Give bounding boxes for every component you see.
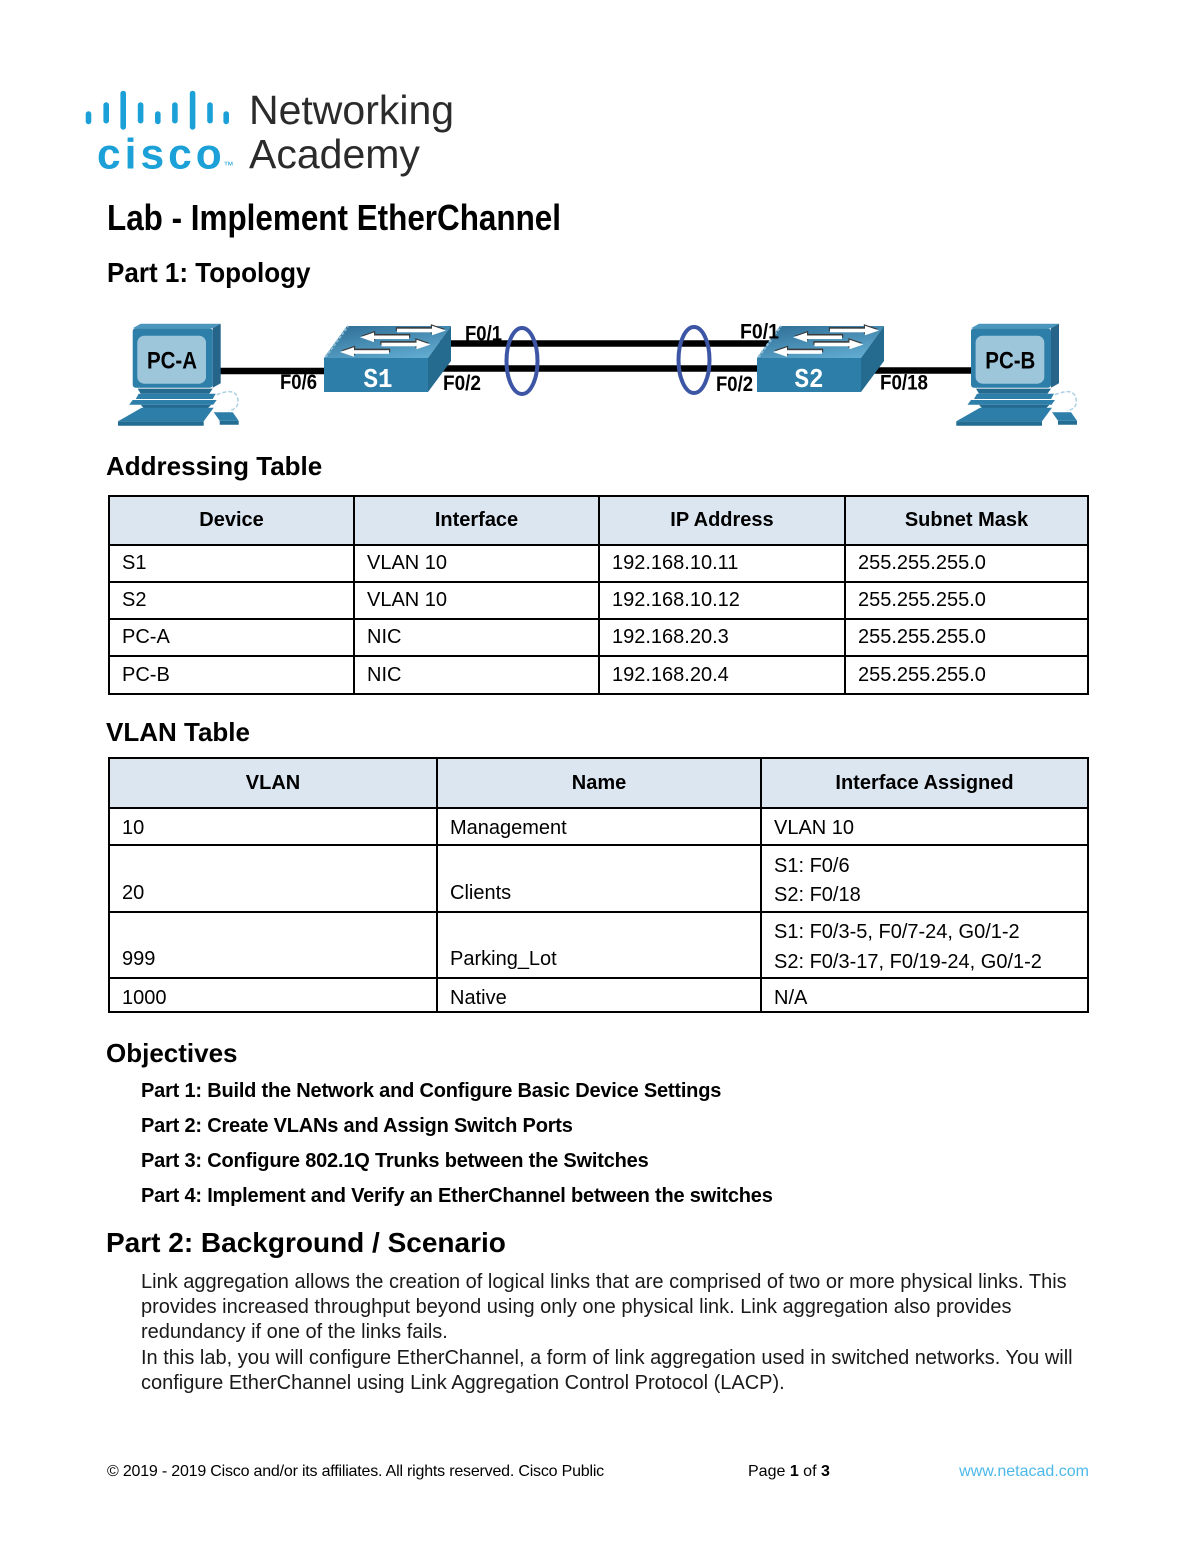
svg-text:™: ™ bbox=[224, 161, 234, 172]
svg-text:S1: S1 bbox=[364, 366, 393, 396]
svg-text:F0/1: F0/1 bbox=[465, 323, 502, 346]
svg-text:F0/2: F0/2 bbox=[716, 373, 753, 396]
svg-text:F0/1: F0/1 bbox=[740, 321, 779, 344]
svg-text:F0/18: F0/18 bbox=[880, 372, 928, 395]
svg-text:cisco: cisco bbox=[97, 132, 226, 175]
svg-text:F0/6: F0/6 bbox=[280, 371, 317, 394]
svg-text:S2: S2 bbox=[795, 366, 824, 396]
svg-text:PC-B: PC-B bbox=[985, 347, 1035, 374]
svg-text:PC-A: PC-A bbox=[147, 347, 197, 374]
svg-text:F0/2: F0/2 bbox=[443, 372, 481, 395]
